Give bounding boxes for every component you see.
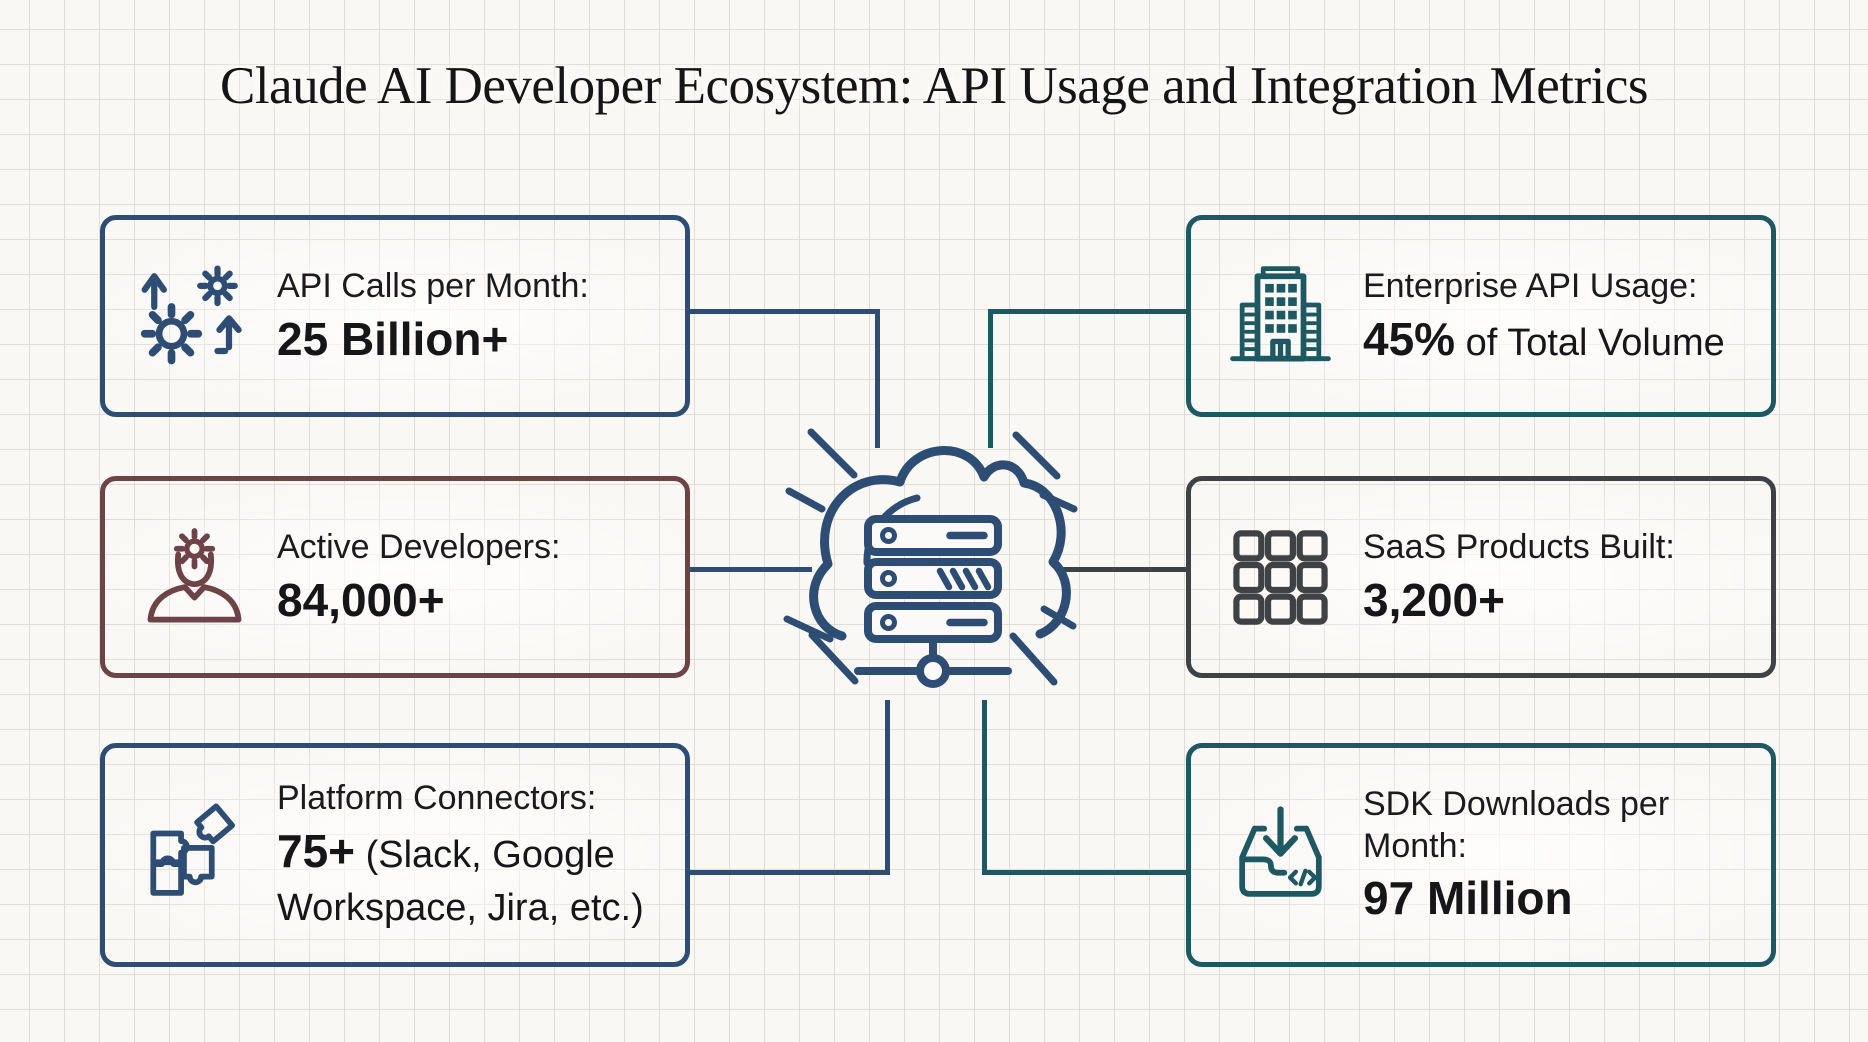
connector-segment [885, 700, 890, 875]
metric-label: Active Developers: [277, 528, 561, 567]
metric-box-saas-products: SaaS Products Built: 3,200+ [1186, 476, 1776, 678]
metric-box-active-developers: Active Developers: 84,000+ [100, 476, 690, 678]
metric-value: 75+ (Slack, Google Workspace, Jira, etc.… [277, 824, 644, 930]
metric-value-note: (Slack, Google Workspace, Jira, etc.) [277, 833, 644, 930]
metric-label: SDK Downloads per Month: [1363, 785, 1670, 865]
metric-text: Active Developers: 84,000+ [277, 527, 669, 627]
title-band: Claude AI Developer Ecosystem: API Usage… [0, 50, 1868, 122]
connector-segment [988, 309, 1188, 314]
metric-box-platform-connectors: Platform Connectors: 75+ (Slack, Google … [100, 743, 690, 967]
metric-box-api-calls: API Calls per Month: 25 Billion+ [100, 215, 690, 417]
metric-label: Enterprise API Usage: [1363, 267, 1698, 306]
grid-apps-icon [1221, 520, 1339, 635]
metric-box-sdk-downloads: SDK Downloads per Month: 97 Million [1186, 743, 1776, 967]
metric-box-enterprise-usage: Enterprise API Usage: 45% of Total Volum… [1186, 215, 1776, 417]
metric-label: API Calls per Month: [277, 267, 589, 306]
metric-text: SaaS Products Built: 3,200+ [1363, 527, 1755, 627]
metric-value-note: of Total Volume [1455, 321, 1725, 364]
metric-value: 84,000+ [277, 573, 445, 626]
connector-segment [982, 870, 1188, 875]
connector-segment [688, 870, 888, 875]
metric-text: SDK Downloads per Month: 97 Million [1363, 784, 1755, 925]
metric-value: 25 Billion+ [277, 312, 509, 365]
network-node [916, 654, 950, 688]
connector-segment [982, 700, 987, 875]
metric-label: Platform Connectors: [277, 779, 597, 818]
metric-value: 45% of Total Volume [1363, 312, 1725, 365]
metric-text: API Calls per Month: 25 Billion+ [277, 266, 669, 366]
gears-growth-icon [135, 259, 253, 374]
puzzle-pieces-icon [135, 798, 253, 913]
metric-text: Enterprise API Usage: 45% of Total Volum… [1363, 266, 1755, 366]
cloud-outline [809, 446, 1071, 641]
metric-value: 3,200+ [1363, 573, 1505, 626]
metric-label: SaaS Products Built: [1363, 528, 1675, 567]
sdk-download-icon [1221, 798, 1339, 913]
connector-segment [1062, 567, 1188, 572]
cloud-server-icon [754, 395, 1114, 755]
cloud-server-svg [783, 428, 1078, 688]
connector-segment [875, 309, 880, 448]
connector-segment [988, 309, 993, 448]
connector-segment [688, 567, 812, 572]
connector-segment [688, 309, 880, 314]
metric-value: 97 Million [1363, 872, 1573, 925]
developer-gear-icon [135, 520, 253, 635]
metric-text: Platform Connectors: 75+ (Slack, Google … [277, 778, 669, 931]
server-stack [864, 515, 1002, 643]
office-building-icon [1221, 259, 1339, 374]
infographic-title: Claude AI Developer Ecosystem: API Usage… [219, 57, 1649, 115]
